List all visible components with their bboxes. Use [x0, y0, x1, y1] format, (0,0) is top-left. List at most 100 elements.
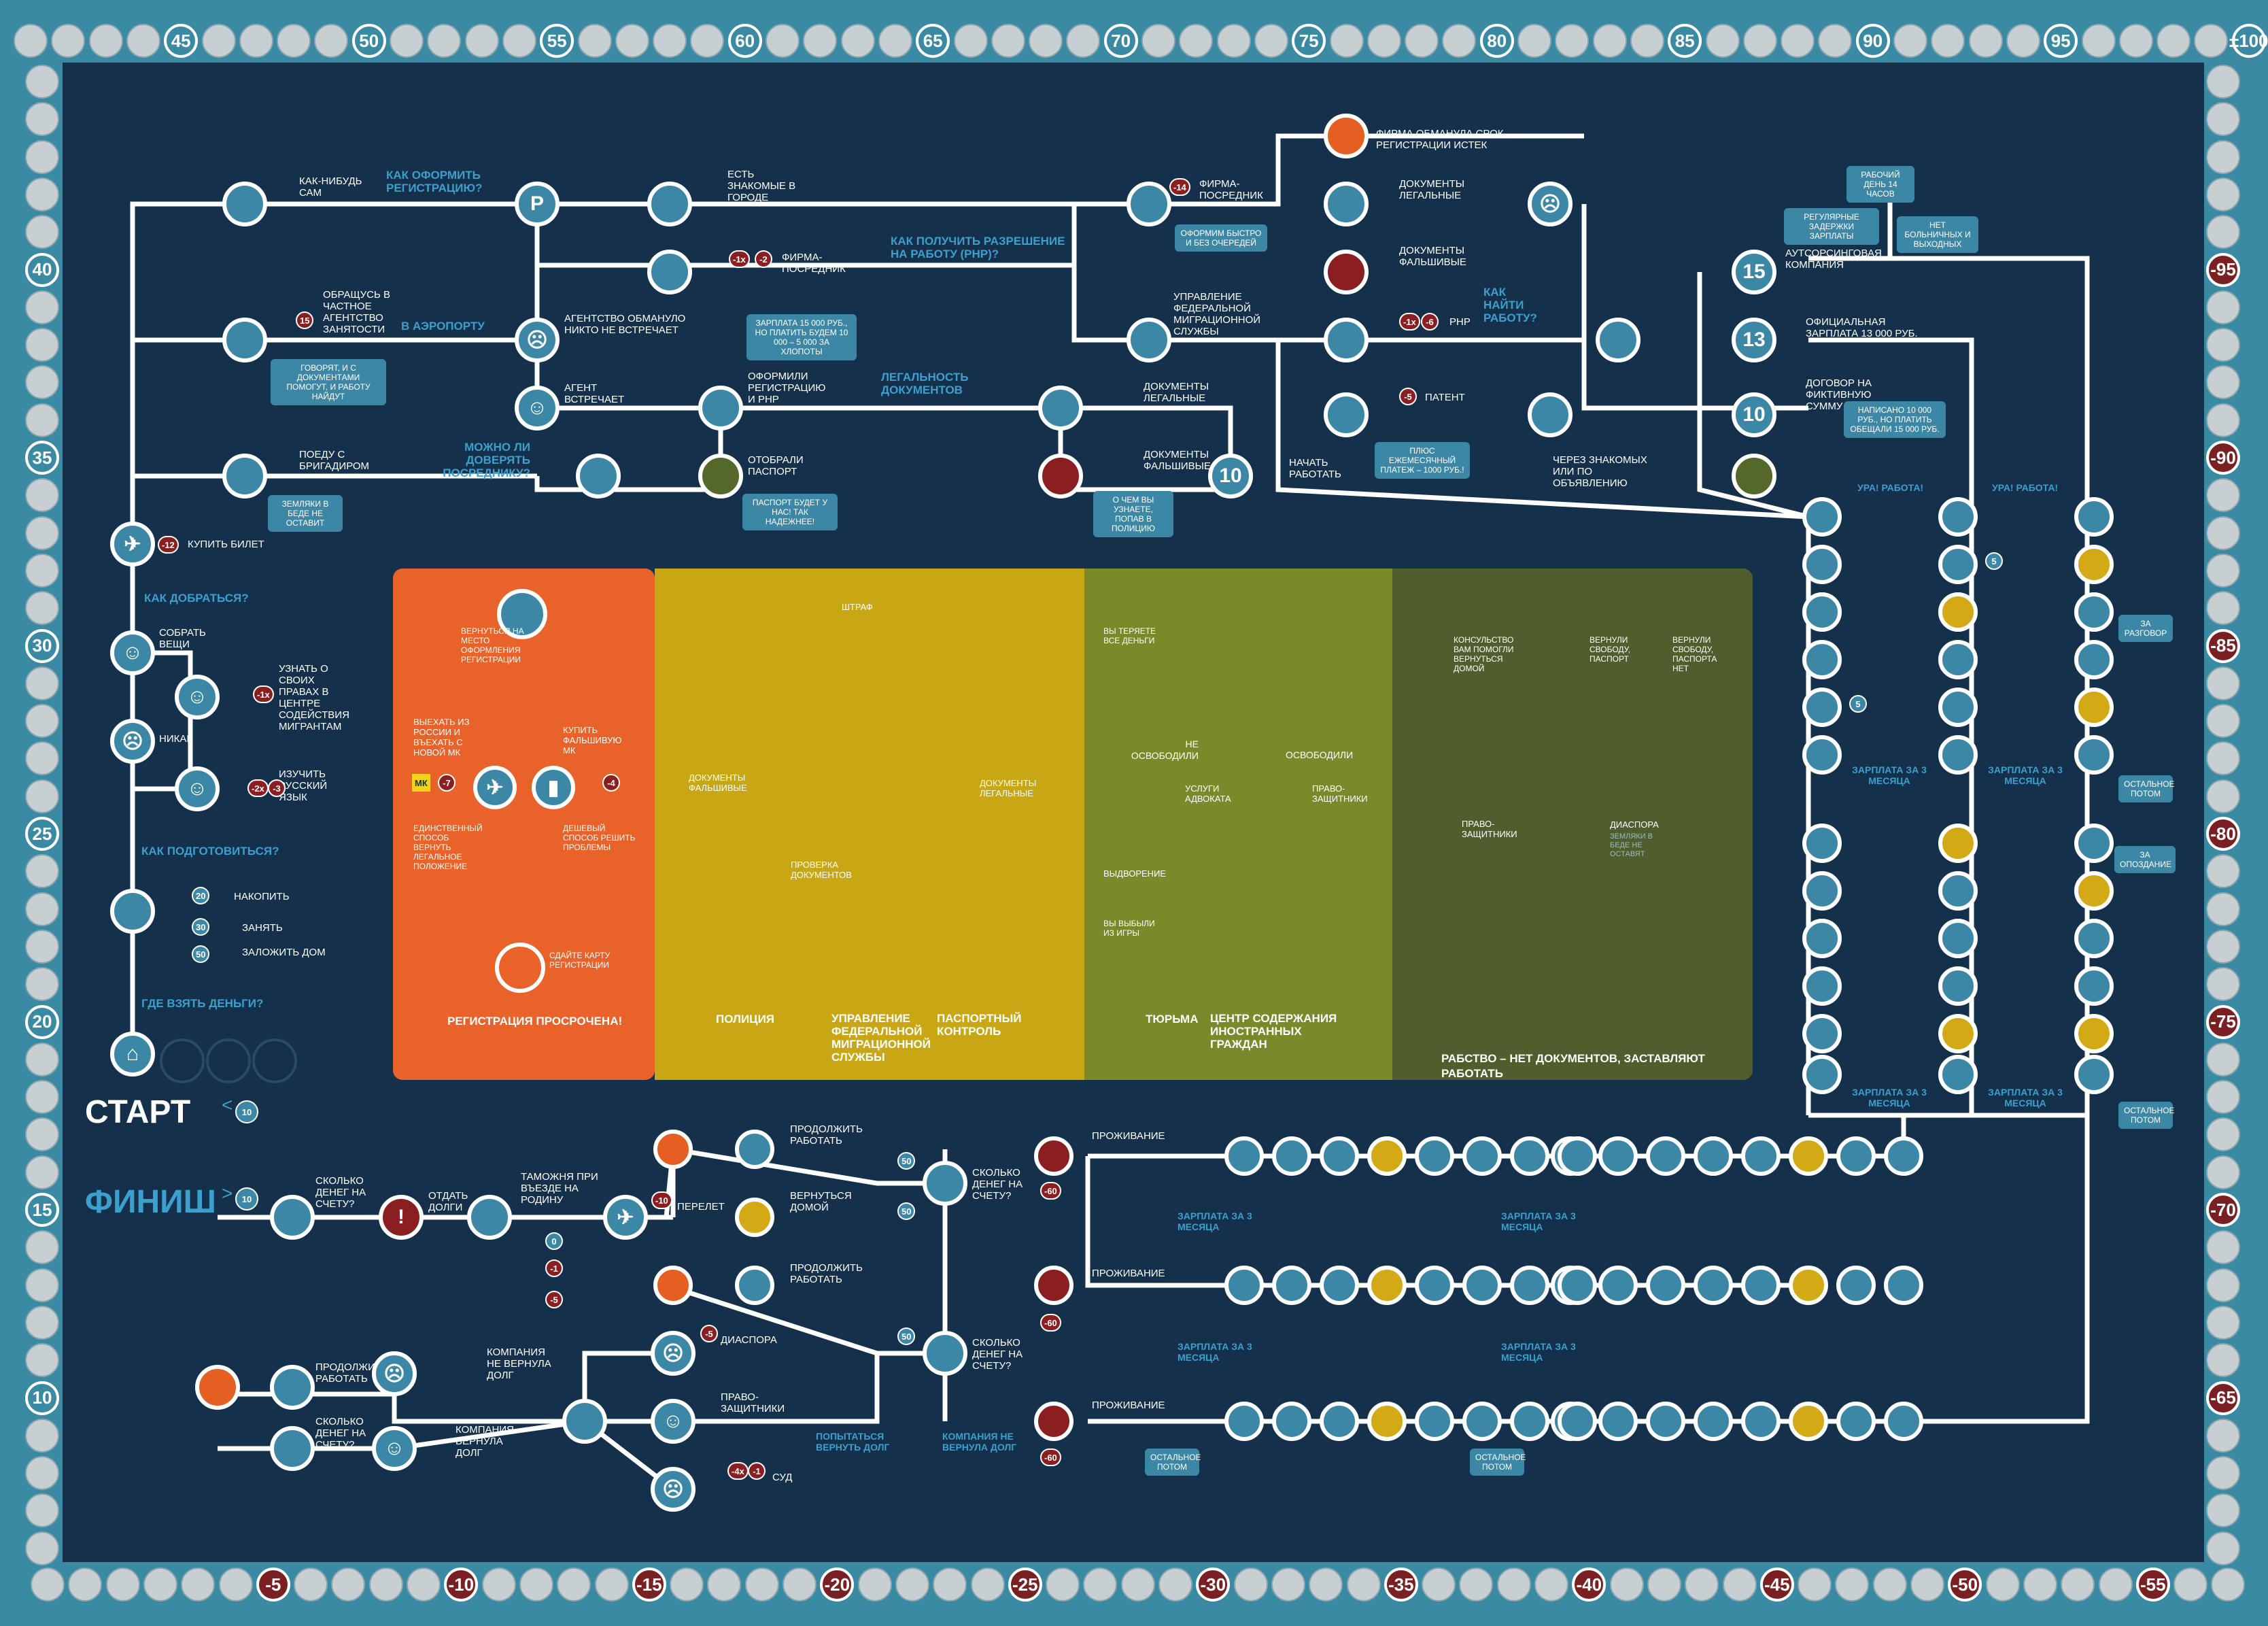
job-node-2-1[interactable] [2074, 545, 2114, 584]
work-row-1-b2[interactable] [1646, 1266, 1685, 1305]
work-row-1-a1[interactable] [1272, 1266, 1311, 1305]
job-node-2-3[interactable] [2074, 640, 2114, 679]
work-row-0-a5[interactable] [1462, 1136, 1502, 1176]
empty-slot-3[interactable] [252, 1038, 297, 1083]
pack-node[interactable]: ☺ [110, 630, 155, 675]
work-row-0-b7[interactable] [1884, 1136, 1923, 1176]
how-much-4-node[interactable] [270, 1426, 315, 1471]
friends-node[interactable] [1596, 318, 1640, 362]
job-node-1-9[interactable] [1938, 966, 1978, 1006]
agent-node[interactable]: ☺ [515, 386, 560, 430]
russian-node[interactable]: ☺ [175, 766, 220, 811]
fms-node[interactable] [1127, 318, 1171, 362]
living-node-2[interactable] [1034, 1402, 1073, 1441]
work-row-1-b4[interactable] [1741, 1266, 1781, 1305]
job-node-1-6[interactable] [1938, 824, 1978, 863]
patent-node[interactable] [1324, 392, 1369, 437]
firm2-node[interactable] [1127, 182, 1171, 226]
job-node-1-11[interactable] [1938, 1055, 1978, 1094]
account-node-1[interactable] [923, 1161, 967, 1206]
passport-taken-node[interactable] [698, 454, 743, 498]
start-work-node[interactable]: 10 [1208, 454, 1253, 498]
fictive-node[interactable]: 10 [1732, 392, 1776, 437]
work-row-2-a2[interactable] [1320, 1402, 1359, 1441]
job-node-1-10[interactable] [1938, 1014, 1978, 1053]
work-row-0-a3[interactable] [1367, 1136, 1407, 1176]
work-row-1-b7[interactable] [1884, 1266, 1923, 1305]
job-node-0-10[interactable] [1802, 1014, 1842, 1053]
work-row-1-a6[interactable] [1510, 1266, 1549, 1305]
job-node-1-7[interactable] [1938, 871, 1978, 911]
work-row-0-b3[interactable] [1694, 1136, 1733, 1176]
job-node-0-9[interactable] [1802, 966, 1842, 1006]
registered-node[interactable] [698, 386, 743, 430]
job-node-0-11[interactable] [1802, 1055, 1842, 1094]
plane-node[interactable]: ✈ [110, 522, 155, 566]
work-row-1-a0[interactable] [1224, 1266, 1264, 1305]
job-node-0-5[interactable] [1802, 735, 1842, 775]
work-row-1-a3[interactable] [1367, 1266, 1407, 1305]
work-row-0-a6[interactable] [1510, 1136, 1549, 1176]
job-node-1-2[interactable] [1938, 592, 1978, 632]
job-node-2-9[interactable] [2074, 966, 2114, 1006]
work-row-1-b5[interactable] [1789, 1266, 1828, 1305]
work-row-1-a4[interactable] [1415, 1266, 1454, 1305]
job-node-1-0[interactable] [1938, 497, 1978, 537]
cheated-node[interactable]: ☹ [515, 318, 560, 362]
debt-node[interactable] [562, 1399, 607, 1444]
work-row-2-b5[interactable] [1789, 1402, 1828, 1441]
work-row-2-b7[interactable] [1884, 1402, 1923, 1441]
work-row-2-b1[interactable] [1598, 1402, 1638, 1441]
docs-legal-node[interactable] [1038, 386, 1083, 430]
work-row-0-a2[interactable] [1320, 1136, 1359, 1176]
work-row-2-a3[interactable] [1367, 1402, 1407, 1441]
work-row-0-a0[interactable] [1224, 1136, 1264, 1176]
flight-node[interactable]: ✈ [603, 1195, 648, 1240]
repay-node[interactable]: ! [379, 1195, 424, 1240]
slave-node[interactable] [1732, 454, 1776, 498]
work-row-2-b2[interactable] [1646, 1402, 1685, 1441]
work-row-2-a4[interactable] [1415, 1402, 1454, 1441]
firm-node[interactable] [647, 250, 692, 294]
account-node-2[interactable] [923, 1331, 967, 1376]
empty-slot-1[interactable] [160, 1038, 205, 1083]
job-node-1-8[interactable] [1938, 919, 1978, 958]
go-home-node[interactable] [735, 1198, 774, 1237]
rights-def-node[interactable]: ☺ [651, 1399, 695, 1444]
job-node-0-0[interactable] [1802, 497, 1842, 537]
work-row-1-a2[interactable] [1320, 1266, 1359, 1305]
job-node-0-4[interactable] [1802, 688, 1842, 727]
continue-3-node[interactable] [270, 1365, 315, 1410]
hub-node[interactable]: ☹ [1528, 182, 1573, 226]
job-node-2-7[interactable] [2074, 871, 2114, 911]
rights-node[interactable]: ☺ [175, 675, 220, 719]
customs-node[interactable] [467, 1195, 512, 1240]
job-node-2-0[interactable] [2074, 497, 2114, 537]
job-node-2-5[interactable] [2074, 735, 2114, 775]
job-node-0-8[interactable] [1802, 919, 1842, 958]
work-row-0-b5[interactable] [1789, 1136, 1828, 1176]
job-node-2-4[interactable] [2074, 688, 2114, 727]
registration-node-top[interactable] [497, 589, 547, 639]
work-row-1-b1[interactable] [1598, 1266, 1638, 1305]
brigadier-node[interactable] [222, 454, 267, 498]
continue-node-1[interactable] [653, 1130, 693, 1169]
outsourcing-node[interactable]: 15 [1732, 250, 1776, 294]
job-node-0-6[interactable] [1802, 824, 1842, 863]
work-row-2-a0[interactable] [1224, 1402, 1264, 1441]
living-node-0[interactable] [1034, 1136, 1073, 1176]
job-node-0-1[interactable] [1802, 545, 1842, 584]
agency-node[interactable] [222, 318, 267, 362]
court-node[interactable]: ☹ [651, 1467, 695, 1512]
work-row-0-a7[interactable] [1558, 1136, 1597, 1176]
job-node-1-5[interactable] [1938, 735, 1978, 775]
work-row-2-a1[interactable] [1272, 1402, 1311, 1441]
job-node-1-4[interactable] [1938, 688, 1978, 727]
firm-cheat-node[interactable] [1324, 114, 1369, 158]
continue-3-org[interactable] [195, 1365, 240, 1410]
work-row-0-b6[interactable] [1836, 1136, 1876, 1176]
job-node-0-3[interactable] [1802, 640, 1842, 679]
work-row-2-b4[interactable] [1741, 1402, 1781, 1441]
work-row-2-a5[interactable] [1462, 1402, 1502, 1441]
work-row-2-b6[interactable] [1836, 1402, 1876, 1441]
